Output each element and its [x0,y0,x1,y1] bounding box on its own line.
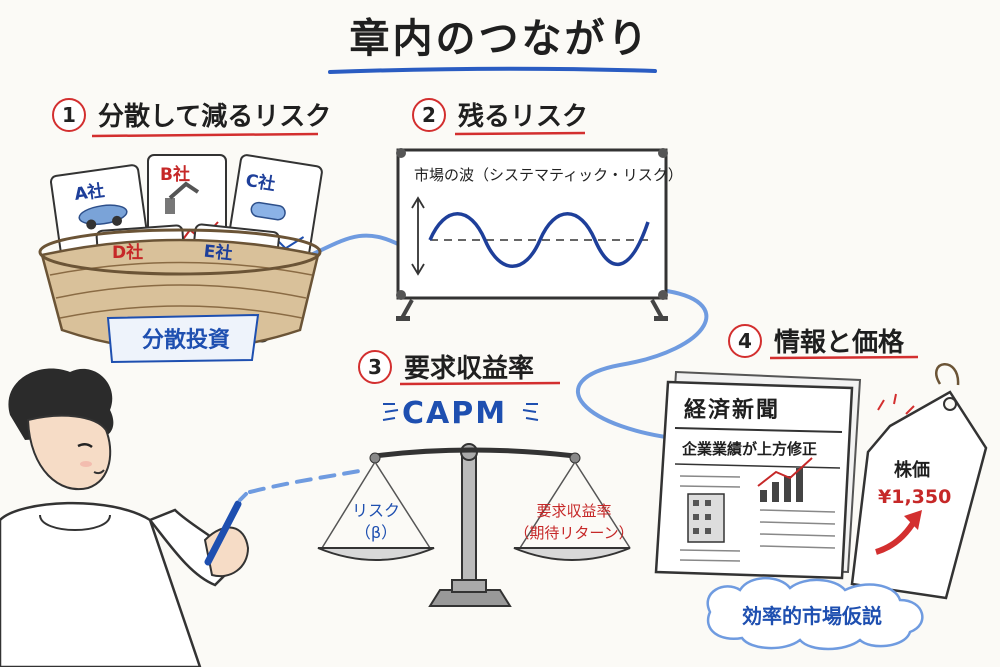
section-1-heading: 1 分散して減るリスク [52,96,331,133]
left-pan-line-2: （β） [354,523,398,542]
connector-path-3 [248,468,367,494]
section1-underline [91,132,319,138]
right-pan-label: 要求収益率 （期待リターン） [506,500,642,544]
basket-group [38,154,323,364]
cloud-shape [706,576,924,651]
section-3-number: 3 [358,349,392,384]
whiteboard-caption: 市場の波（システマティック・リスク） [414,166,683,184]
card-a-label: A社 [73,180,106,205]
basket-label: 分散投資 [141,328,230,353]
section-4-title: 情報と価格 [774,328,905,358]
right-pan-line-1: 要求収益率 [536,502,612,520]
price-tag [850,363,988,600]
connector-path-2 [576,288,709,442]
bar-chart-icon [757,457,813,502]
section4-underline [769,355,919,360]
section-4-number: 4 [728,323,762,358]
right-pan-line-2: （期待リターン） [514,524,634,542]
card-c-label: C社 [244,170,277,196]
market-wave [428,212,650,268]
card-e-label: E社 [202,241,234,265]
section-2-number: 2 [412,97,446,132]
section-1-title: 分散して減るリスク [98,102,332,132]
left-pan-label: リスク （β） [326,500,426,544]
card-d-label: D社 [112,243,144,263]
price-tag-price: ¥1,350 [878,486,952,508]
price-tag-label: 株価 [894,460,930,481]
student-figure [0,368,250,667]
title-underline [328,66,657,74]
section-4-heading: 4 情報と価格 [728,322,904,359]
card-b-label: B社 [160,165,190,185]
capm-label: CAPM [402,396,508,431]
balance-scale [317,403,631,607]
basket-label-plate [106,313,260,364]
section-2-title: 残るリスク [458,102,589,132]
whiteboard [396,148,668,321]
section-2-heading: 2 残るリスク [412,96,588,133]
section3-underline [399,381,561,386]
left-pan-line-1: リスク [351,501,400,520]
page-title: 章内のつながり [349,16,651,62]
section-3-title: 要求収益率 [404,354,535,384]
section2-underline [454,131,586,136]
section-3-heading: 3 要求収益率 [358,348,534,385]
newspaper-masthead: 経済新聞 [684,398,781,423]
cloud-label: 効率的市場仮説 [742,604,882,628]
pen-icon [204,500,242,566]
section-1-number: 1 [52,97,86,132]
newspaper-headline: 企業業績が上方修正 [682,440,818,458]
newspaper [654,370,862,580]
